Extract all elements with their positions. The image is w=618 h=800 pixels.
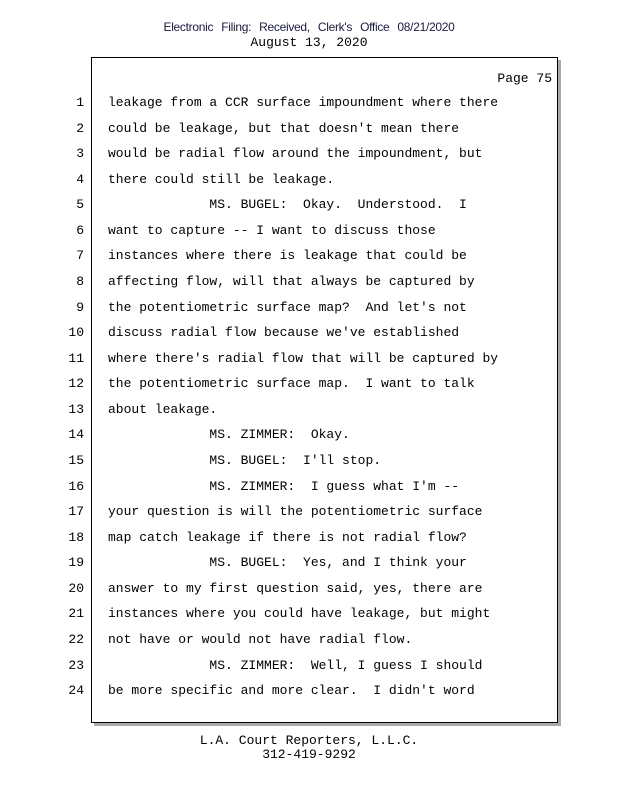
transcript-line: MS. BUGEL: I'll stop. (108, 452, 382, 468)
transcript-line: discuss radial flow because we've establ… (108, 325, 460, 341)
transcript-page-box (91, 57, 558, 723)
line-number: 7 (76, 248, 84, 264)
transcript-line: your question is will the potentiometric… (108, 504, 483, 520)
reporter-company: L.A. Court Reporters, L.L.C. (199, 733, 419, 748)
line-number: 8 (76, 273, 84, 289)
line-number: 4 (76, 171, 84, 187)
transcript-line: MS. ZIMMER: I guess what I'm -- (108, 478, 460, 494)
transcript-line: the potentiometric surface map. I want t… (108, 376, 475, 392)
page-number: Page 75 (497, 71, 552, 86)
line-number: 13 (68, 401, 84, 417)
transcript-line: map catch leakage if there is not radial… (108, 529, 467, 545)
line-number: 20 (68, 580, 84, 596)
transcript-line: want to capture -- I want to discuss tho… (108, 222, 436, 238)
filing-stamp: Electronic Filing: Received, Clerk's Off… (163, 20, 455, 34)
line-number: 16 (68, 478, 84, 494)
line-number: 2 (76, 120, 84, 136)
transcript-line: leakage from a CCR surface impoundment w… (108, 95, 499, 110)
line-number: 19 (68, 555, 84, 571)
transcript-line: MS. ZIMMER: Okay. (108, 427, 350, 443)
line-number: 21 (68, 606, 84, 622)
line-number: 1 (76, 95, 84, 110)
transcript-line: MS. BUGEL: Yes, and I think your (108, 555, 467, 571)
transcript-line: answer to my first question said, yes, t… (108, 580, 483, 596)
line-number: 9 (76, 299, 84, 315)
transcript-line: where there's radial flow that will be c… (108, 350, 499, 366)
line-number: 12 (68, 376, 84, 392)
transcript-line: affecting flow, will that always be capt… (108, 273, 475, 289)
transcript-line: be more specific and more clear. I didn'… (108, 683, 475, 699)
reporter-phone: 312-419-9292 (262, 747, 356, 762)
line-number: 5 (76, 197, 84, 213)
transcript-date: August 13, 2020 (250, 35, 368, 50)
transcript-line: could be leakage, but that doesn't mean … (108, 120, 460, 136)
line-number: 24 (68, 683, 84, 699)
line-number: 22 (68, 631, 84, 647)
line-number: 6 (76, 222, 84, 238)
line-number: 15 (68, 452, 84, 468)
line-number: 23 (68, 657, 84, 673)
transcript-line: there could still be leakage. (108, 171, 335, 187)
transcript-line: MS. ZIMMER: Well, I guess I should (108, 657, 483, 673)
line-number: 3 (76, 146, 84, 162)
line-number: 11 (68, 350, 84, 366)
transcript-line: about leakage. (108, 401, 218, 417)
line-number: 18 (68, 529, 84, 545)
transcript-line: instances where there is leakage that co… (108, 248, 467, 264)
transcript-line: MS. BUGEL: Okay. Understood. I (108, 197, 467, 213)
line-number: 14 (68, 427, 84, 443)
transcript-line: not have or would not have radial flow. (108, 631, 413, 647)
transcript-line: would be radial flow around the impoundm… (108, 146, 483, 162)
transcript-line: the potentiometric surface map? And let'… (108, 299, 467, 315)
transcript-line: instances where you could have leakage, … (108, 606, 491, 622)
line-number: 17 (68, 504, 84, 520)
line-number: 10 (68, 325, 84, 341)
